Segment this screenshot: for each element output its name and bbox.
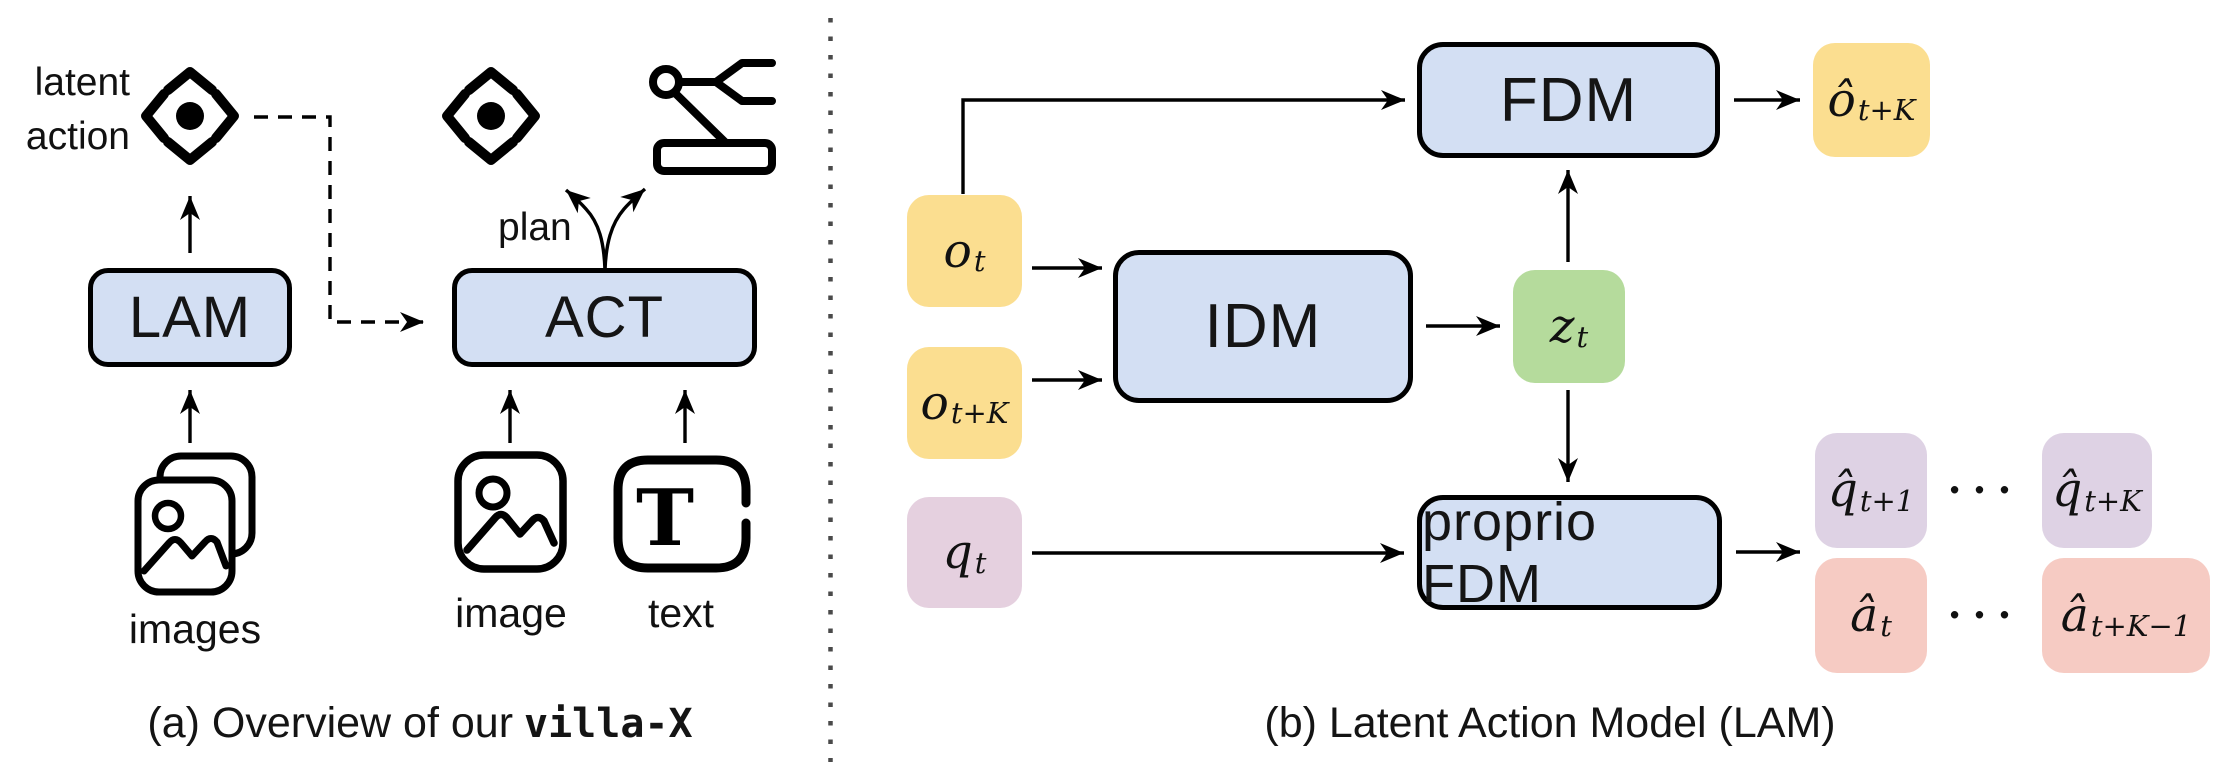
images-icon: [134, 452, 256, 596]
caption-a: (a) Overview of our villa-X: [0, 699, 840, 748]
robot-arm-icon: [649, 59, 776, 175]
arrow-plan-to-latent: [564, 188, 607, 271]
plan-label: plan: [498, 206, 572, 249]
idm-block: IDM: [1113, 250, 1413, 403]
images-label: images: [128, 606, 262, 652]
arrow-o-t-to-fdm: [961, 90, 1405, 194]
caption-a-text: (a) Overview of our: [147, 699, 514, 747]
latent-action-icon: [141, 67, 239, 165]
image-label: image: [455, 590, 567, 636]
latent-action-icon-2: [442, 67, 540, 165]
fdm-block-label: FDM: [1499, 65, 1638, 135]
caption-b: (b) Latent Action Model (LAM): [870, 699, 2230, 748]
fdm-block: FDM: [1417, 42, 1720, 158]
latent-action-label: latent action: [14, 56, 130, 164]
act-block-label: ACT: [545, 285, 664, 350]
idm-block-label: IDM: [1204, 292, 1322, 361]
image-icon: [454, 451, 567, 573]
latent-action-label-line2: action: [25, 114, 130, 158]
text-label: text: [647, 590, 715, 636]
ellipsis-q-row: ···: [1947, 466, 2023, 514]
proprio-fdm-block-label: proprio FDM: [1422, 491, 1598, 614]
node-q-hat-t-plus-1: q̂t+1: [1815, 433, 1927, 548]
act-block: ACT: [452, 268, 757, 367]
caption-a-code: villa-X: [524, 701, 693, 747]
arrow-plan-to-robot: [603, 187, 647, 271]
text-icon: T: [613, 455, 751, 573]
lam-block-label: LAM: [128, 285, 252, 350]
lam-block: LAM: [88, 268, 292, 367]
proprio-fdm-block: proprio FDM: [1417, 492, 1722, 614]
node-q-hat-t-plus-k: q̂t+K: [2042, 433, 2152, 548]
latent-action-label-line1: latent: [34, 61, 130, 104]
ellipsis-a-row: ···: [1947, 591, 2023, 639]
caption-b-text: (b) Latent Action Model (LAM): [1264, 699, 1836, 747]
text-icon-glyph: T: [636, 473, 694, 564]
